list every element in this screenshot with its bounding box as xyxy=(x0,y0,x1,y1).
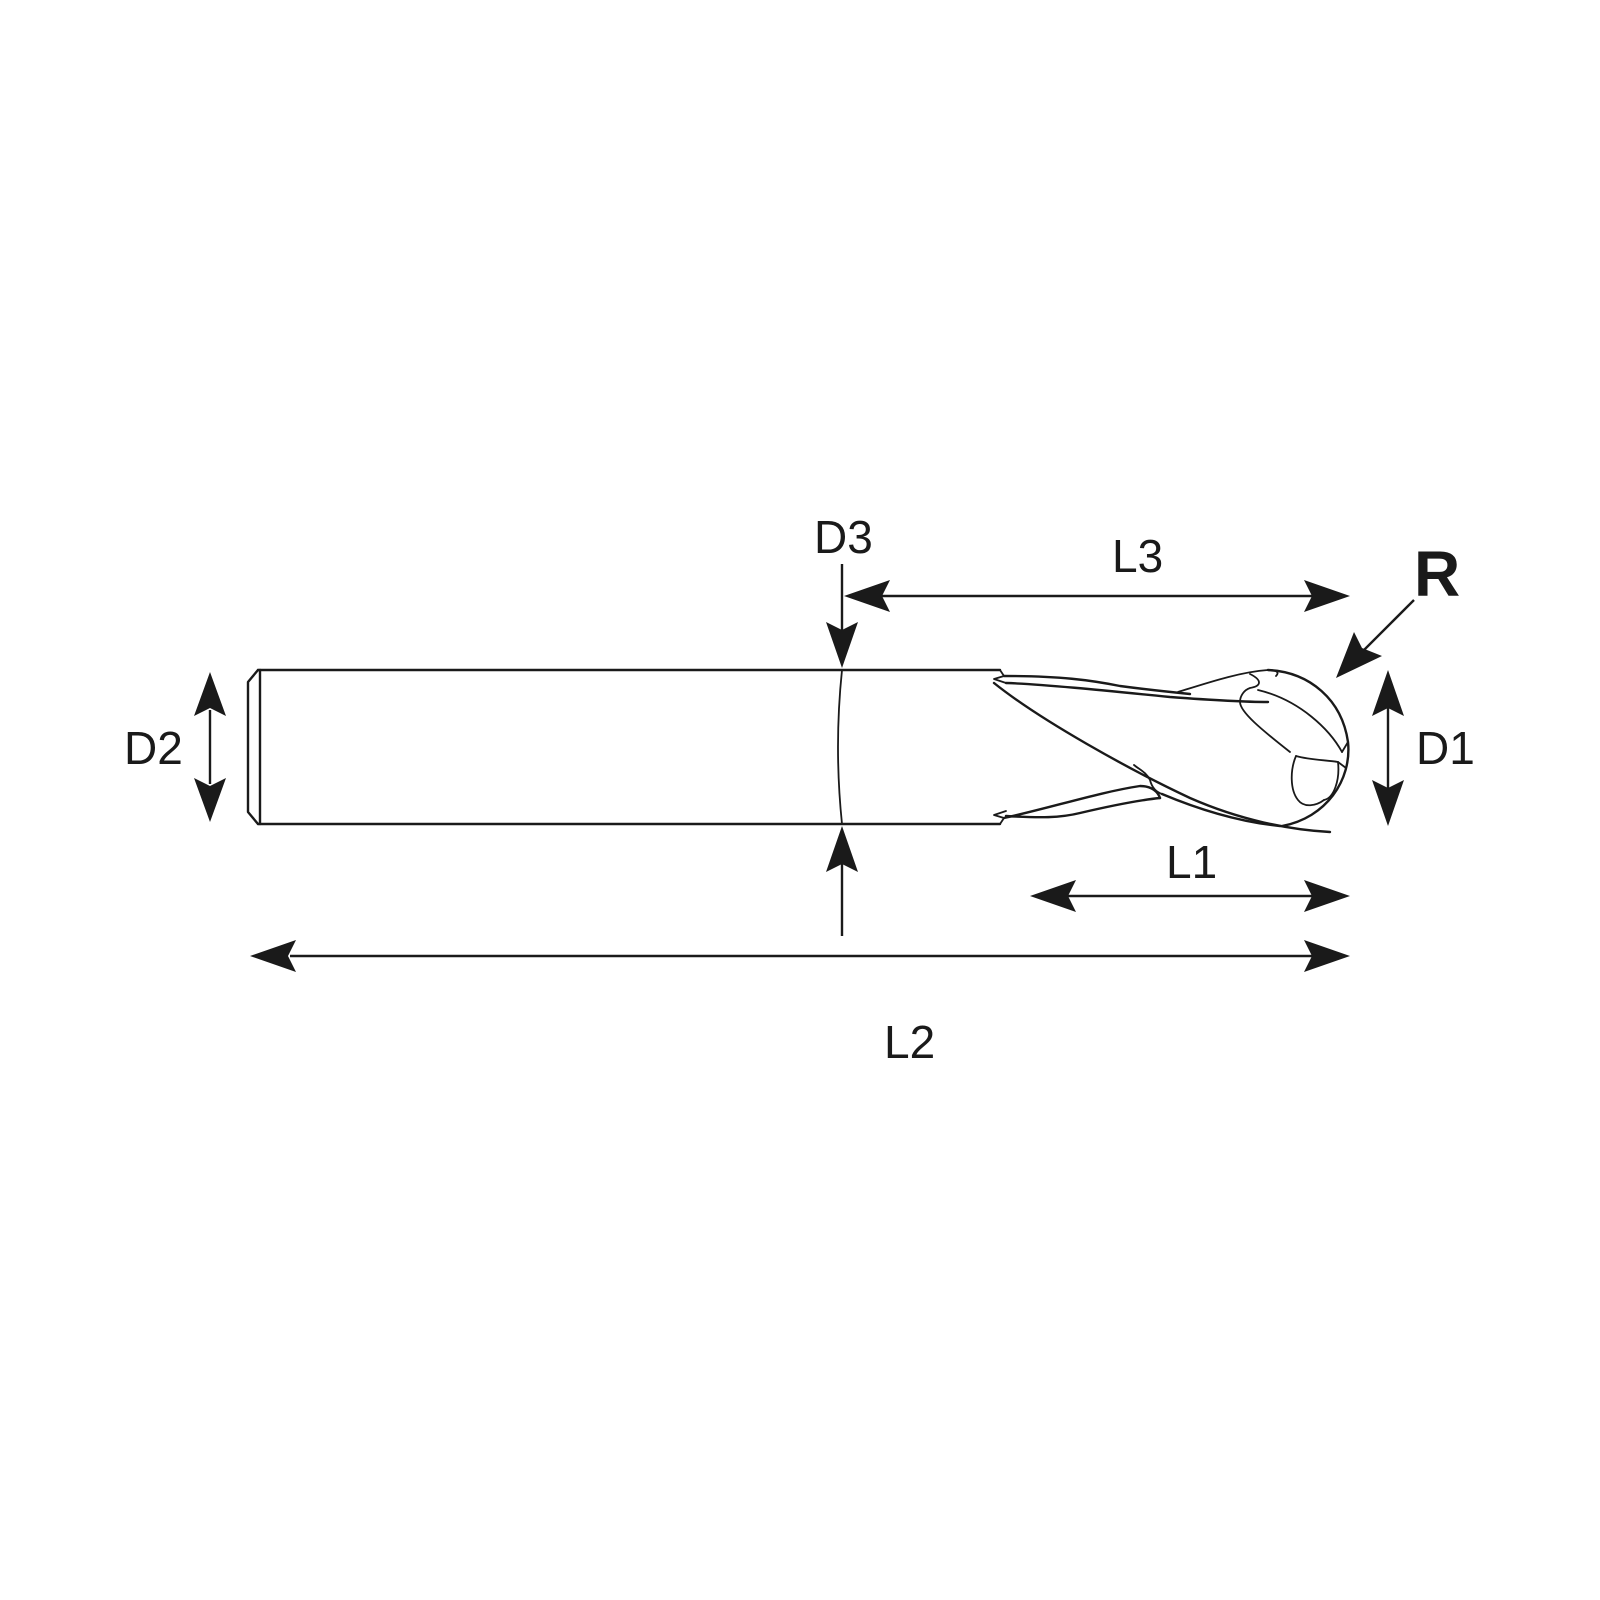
dimension-l2: L2 xyxy=(250,940,1350,1068)
ball-facet-right xyxy=(1323,761,1340,801)
dimension-l1: L1 xyxy=(1030,836,1350,912)
d3-label: D3 xyxy=(814,511,873,563)
l2-arrow-left xyxy=(250,940,296,972)
helix-edge-main xyxy=(992,681,1332,834)
dimension-r: R xyxy=(1336,538,1460,678)
d1-arrow-up xyxy=(1372,670,1404,716)
dimension-d3: D3 xyxy=(814,511,873,936)
shank-chamfer xyxy=(246,668,260,826)
d2-arrow-up xyxy=(194,672,226,716)
upper-gash xyxy=(1177,669,1279,693)
d1-arrow-down xyxy=(1372,780,1404,826)
r-label: R xyxy=(1414,538,1460,610)
lower-flute-notch xyxy=(993,810,1007,825)
l3-arrow-left xyxy=(844,580,890,612)
upper-outer-profile xyxy=(1002,674,1192,696)
r-arrow xyxy=(1336,632,1382,678)
lower-outer-profile xyxy=(1004,796,1162,819)
l3-label: L3 xyxy=(1112,530,1163,582)
l2-arrow-right xyxy=(1304,940,1350,972)
dimension-d1: D1 xyxy=(1372,670,1475,826)
upper-flute-curl xyxy=(1239,673,1291,753)
upper-flute-land xyxy=(1004,681,1270,704)
ball-facet-left xyxy=(1290,755,1325,807)
l1-label: L1 xyxy=(1166,836,1217,888)
d3-arrow-down xyxy=(826,622,858,668)
r-leader-line xyxy=(1363,599,1415,651)
upper-flute-notch xyxy=(993,669,1007,684)
dimension-l3: L3 xyxy=(844,530,1350,612)
d2-arrow-down xyxy=(194,778,226,822)
ball-nose-contour xyxy=(1266,668,1350,828)
dimension-d2: D2 xyxy=(124,672,226,822)
end-mill-body xyxy=(246,668,1350,834)
lower-flute-curl xyxy=(1133,764,1163,795)
ball-facet-center xyxy=(1295,755,1339,763)
d1-label: D1 xyxy=(1416,722,1475,774)
d2-label: D2 xyxy=(124,722,183,774)
l3-arrow-right xyxy=(1304,580,1350,612)
l2-label: L2 xyxy=(884,1016,935,1068)
neck-profile-line xyxy=(837,669,843,825)
l1-arrow-right xyxy=(1304,880,1350,912)
ball-facet-upper xyxy=(1257,689,1343,753)
ball-facet-tip xyxy=(1337,741,1349,769)
lower-land-to-ball xyxy=(1160,792,1282,828)
l1-arrow-left xyxy=(1030,880,1076,912)
cutting-head xyxy=(992,668,1350,834)
d3-arrow-up xyxy=(826,826,858,872)
